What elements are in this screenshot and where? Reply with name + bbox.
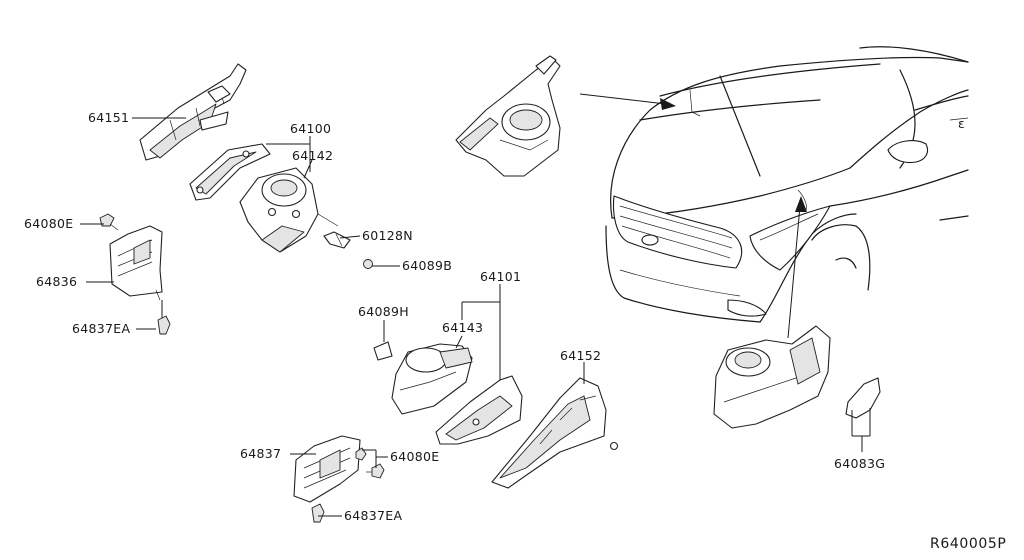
part-assembly-lower-right (713, 325, 831, 429)
callout-64837EA-top: 64837EA (72, 321, 130, 336)
callout-64151: 64151 (88, 110, 129, 125)
part-64836-shield (109, 225, 163, 301)
part-64837EA-top-clip (157, 315, 171, 335)
part-64101-rail (435, 375, 523, 445)
part-64080E-top-bolt (99, 213, 119, 231)
callout-64080E-bottom: 64080E (390, 449, 439, 464)
part-64837-shield (293, 435, 361, 503)
callout-64836: 64836 (36, 274, 77, 289)
callout-64101: 64101 (480, 269, 521, 284)
callout-64100: 64100 (290, 121, 331, 136)
part-64089H-pad (373, 341, 393, 361)
callout-60128N: 60128N (362, 228, 413, 243)
callout-64089B: 64089B (402, 258, 452, 273)
leader-lines (80, 117, 871, 517)
location-arrows (579, 93, 807, 339)
diagram-reference-code: R640005P (930, 536, 1006, 552)
callout-64837EA-bottom: 64837EA (344, 508, 402, 523)
car-front-illustration: ε (605, 46, 969, 323)
callout-64083G: 64083G (834, 456, 885, 471)
svg-text:ε: ε (958, 116, 965, 131)
callout-64142: 64142 (292, 148, 333, 163)
part-64152-rail (491, 377, 619, 489)
callout-64143: 64143 (442, 320, 483, 335)
part-assembly-upper-center (455, 55, 561, 177)
part-64080E-bottom-bolts (355, 447, 385, 479)
callout-64089H: 64089H (358, 304, 409, 319)
part-64142-bracket (189, 143, 271, 201)
part-60128N-clip (323, 231, 351, 249)
callout-64080E-top: 64080E (24, 216, 73, 231)
part-64837EA-bottom-clip (311, 503, 325, 523)
part-64089B-nut (363, 259, 373, 269)
callout-64152: 64152 (560, 348, 601, 363)
part-64143-housing (391, 343, 473, 415)
arrow-head (660, 98, 676, 110)
part-64083G-seal (845, 377, 881, 419)
part-64100-housing (239, 167, 339, 253)
callout-labels: 64151 64100 64142 64080E 60128N 64089B 6… (24, 110, 885, 523)
arrow-head (795, 196, 807, 212)
callout-64837: 64837 (240, 446, 281, 461)
part-64151-rail (139, 63, 247, 161)
